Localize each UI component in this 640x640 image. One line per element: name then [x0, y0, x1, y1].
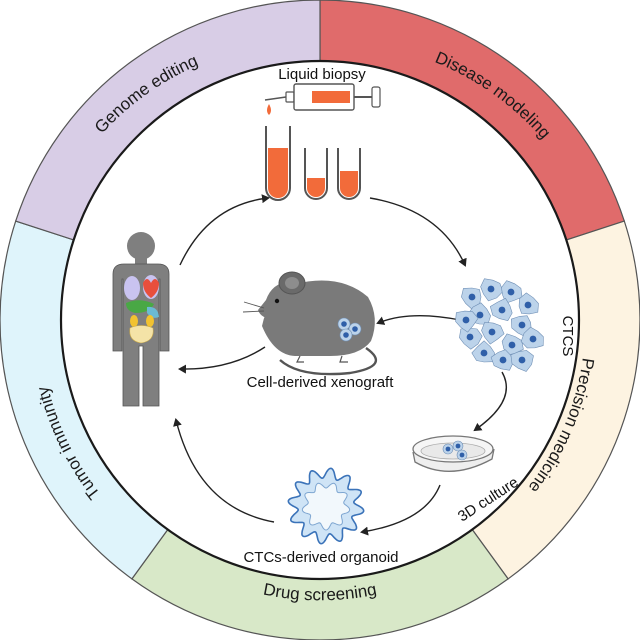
ctc-cell	[490, 349, 514, 371]
ctc-cell	[455, 310, 479, 333]
heart-icon	[143, 279, 159, 298]
syringe-icon	[264, 83, 381, 115]
culture-dish-icon	[412, 435, 495, 472]
test-tubes-icon	[265, 126, 361, 201]
ctc-cell	[510, 350, 534, 372]
kidney-right-icon	[146, 315, 154, 327]
label-ctcs: CTCS	[559, 316, 576, 357]
mouse-icon	[242, 271, 378, 376]
cycle-arrows	[173, 194, 507, 536]
arrow-ctcs-to-xenograft	[376, 314, 461, 325]
arrow-xenograft-to-body	[178, 346, 266, 374]
ctc-cell	[471, 340, 495, 363]
arrow-organoid-to-body	[173, 418, 275, 523]
mouse-tail	[279, 347, 378, 376]
lung-left-icon	[124, 276, 140, 300]
label-ctcs-derived-organoid: CTCs-derived organoid	[243, 549, 398, 566]
arrow-ctcs-to-culture	[473, 371, 507, 432]
kidney-left-icon	[130, 315, 138, 327]
arrow-body-to-biopsy	[179, 194, 270, 266]
tumor-cells-icon	[337, 317, 362, 342]
human-body-icon	[112, 232, 170, 407]
label-cell-derived-xenograft: Cell-derived xenograft	[247, 374, 395, 391]
ctc-cells-cluster	[455, 278, 544, 372]
intestine-icon	[129, 325, 154, 344]
ctc-cell	[481, 321, 505, 345]
mouse-eye	[274, 298, 280, 304]
ctc-cell	[501, 280, 523, 304]
organoid-icon	[287, 467, 365, 545]
arrow-biopsy-to-ctcs	[369, 197, 467, 267]
ctc-cell	[461, 287, 482, 310]
blood-drop-icon	[267, 104, 271, 115]
ctc-cell	[520, 326, 544, 349]
ctc-cell	[518, 292, 539, 315]
arrow-culture-to-organoid	[360, 484, 441, 536]
ctc-cell	[489, 297, 513, 322]
label-liquid-biopsy: Liquid biopsy	[278, 66, 366, 83]
ctc-cell	[459, 327, 483, 350]
